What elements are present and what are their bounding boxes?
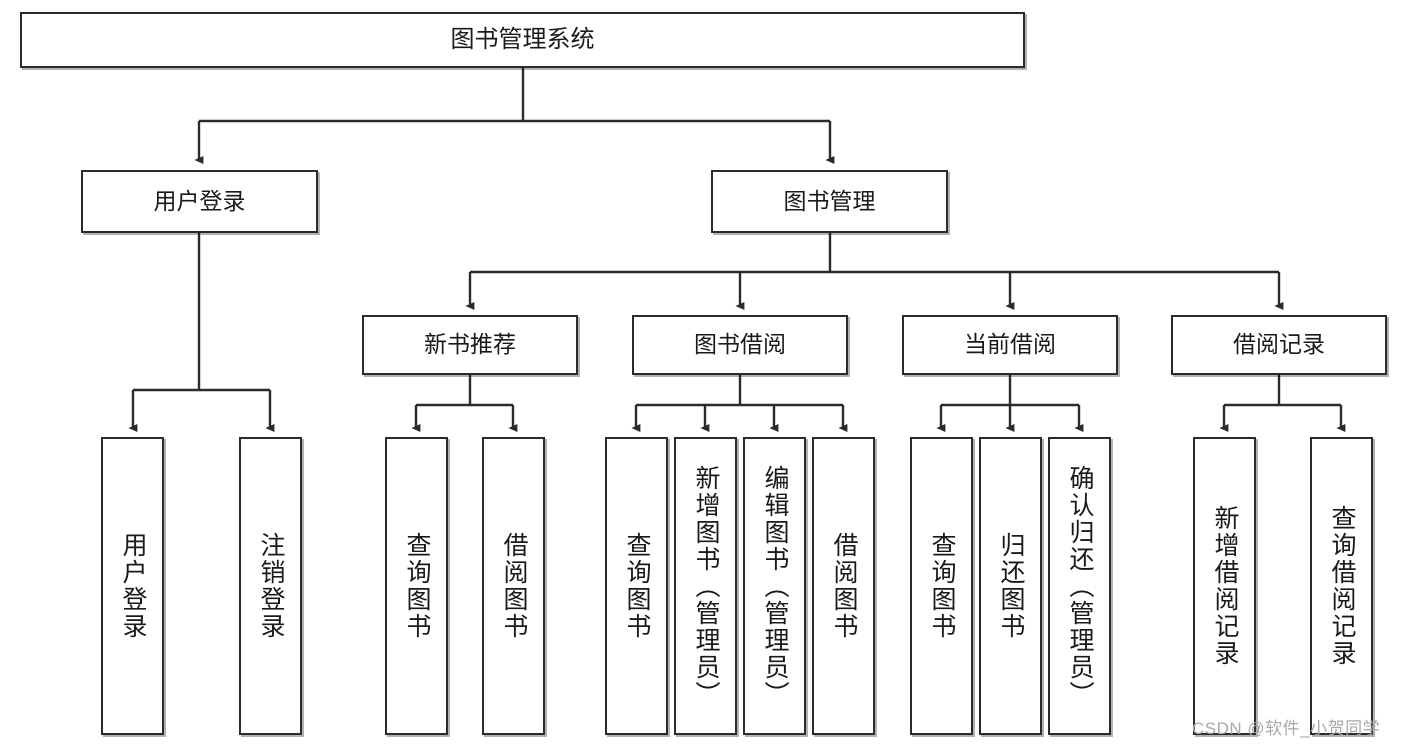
node-label: 借阅图书 [830,532,858,640]
node-label: 新增图书（管理员） [692,464,720,708]
leaf-book-borrow-borrow-books[interactable]: 借阅图书 [812,437,875,735]
node-book-management[interactable]: 图书管理 [711,170,948,233]
node-user-login[interactable]: 用户登录 [81,170,318,233]
node-label: 查询借阅记录 [1328,505,1356,667]
node-root-book-management-system[interactable]: 图书管理系统 [20,12,1025,68]
leaf-book-borrow-edit-book-admin[interactable]: 编辑图书（管理员） [743,437,806,735]
node-label: 当前借阅 [964,331,1056,358]
node-label: 注销登录 [257,532,285,640]
node-label: 图书借阅 [694,331,786,358]
csdn-watermark: CSDN @软件_小贺同学 [1192,719,1381,738]
leaf-user-login-login[interactable]: 用户登录 [101,437,164,735]
node-label: 查询图书 [928,532,956,640]
leaf-book-borrow-query-books[interactable]: 查询图书 [605,437,668,735]
node-book-borrowing[interactable]: 图书借阅 [632,315,848,375]
node-new-book-recommendation[interactable]: 新书推荐 [362,315,578,375]
leaf-new-book-borrow-books[interactable]: 借阅图书 [482,437,545,735]
leaf-current-borrow-query-books[interactable]: 查询图书 [910,437,973,735]
node-label: 归还图书 [997,532,1025,640]
node-label: 借阅图书 [500,532,528,640]
node-label: 借阅记录 [1233,331,1325,358]
leaf-current-borrow-confirm-return-admin[interactable]: 确认归还（管理员） [1048,437,1111,735]
leaf-borrow-record-add-record[interactable]: 新增借阅记录 [1193,437,1256,735]
node-label: 新书推荐 [424,331,516,358]
node-current-borrowing[interactable]: 当前借阅 [902,315,1118,375]
leaf-user-login-logout[interactable]: 注销登录 [239,437,302,735]
leaf-current-borrow-return-books[interactable]: 归还图书 [979,437,1042,735]
node-label: 新增借阅记录 [1211,505,1239,667]
node-label: 用户登录 [153,187,246,214]
node-label: 图书管理系统 [450,25,595,53]
leaf-book-borrow-add-book-admin[interactable]: 新增图书（管理员） [674,437,737,735]
node-label: 查询图书 [623,532,651,640]
leaf-new-book-query-books[interactable]: 查询图书 [385,437,448,735]
leaf-borrow-record-query-record[interactable]: 查询借阅记录 [1310,437,1373,735]
node-label: 用户登录 [119,532,147,640]
node-borrowing-records[interactable]: 借阅记录 [1171,315,1387,375]
node-label: 图书管理 [783,187,876,214]
node-label: 确认归还（管理员） [1066,464,1094,708]
node-label: 查询图书 [403,532,431,640]
node-label: 编辑图书（管理员） [761,464,789,708]
